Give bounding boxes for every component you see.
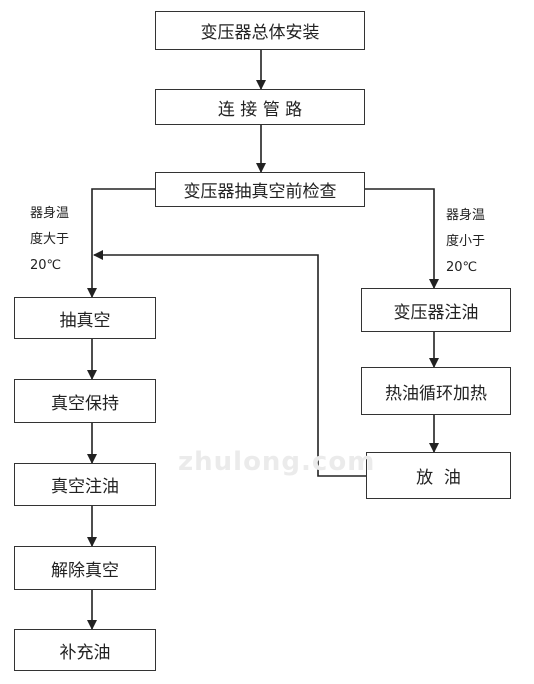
condition-left-line-2: 度大于 bbox=[30, 232, 70, 247]
watermark: zhulong.com bbox=[178, 447, 376, 477]
node-vacuum-hold: 真空保持 bbox=[14, 379, 156, 423]
edge-check-to-vacuum bbox=[87, 188, 155, 298]
node-release-vacuum: 解除真空 bbox=[14, 546, 156, 590]
condition-left-line-1: 器身温 bbox=[30, 206, 70, 221]
node-transformer-assembly: 变压器总体安装 bbox=[155, 11, 365, 50]
node-drain-oil: 放 油 bbox=[366, 452, 511, 499]
edge-check-to-oil-fill bbox=[365, 188, 439, 289]
node-transformer-oil-fill: 变压器注油 bbox=[361, 288, 511, 332]
condition-right: 器身温 度小于 20℃ bbox=[446, 203, 485, 281]
node-hot-oil-circulation: 热油循环加热 bbox=[361, 367, 511, 415]
node-pre-vacuum-check: 变压器抽真空前检查 bbox=[155, 172, 365, 207]
condition-left-line-3: 20℃ bbox=[30, 258, 62, 273]
condition-right-line-3: 20℃ bbox=[446, 260, 478, 275]
condition-left: 器身温 度大于 20℃ bbox=[30, 201, 69, 279]
node-vacuum-oil-fill: 真空注油 bbox=[14, 463, 156, 506]
node-connect-pipes: 连 接 管 路 bbox=[155, 89, 365, 125]
edge-drain-back-to-vacuum bbox=[93, 250, 366, 477]
condition-right-line-2: 度小于 bbox=[446, 234, 486, 249]
condition-right-line-1: 器身温 bbox=[446, 208, 486, 223]
node-top-up-oil: 补充油 bbox=[14, 629, 156, 671]
node-vacuum: 抽真空 bbox=[14, 297, 156, 339]
